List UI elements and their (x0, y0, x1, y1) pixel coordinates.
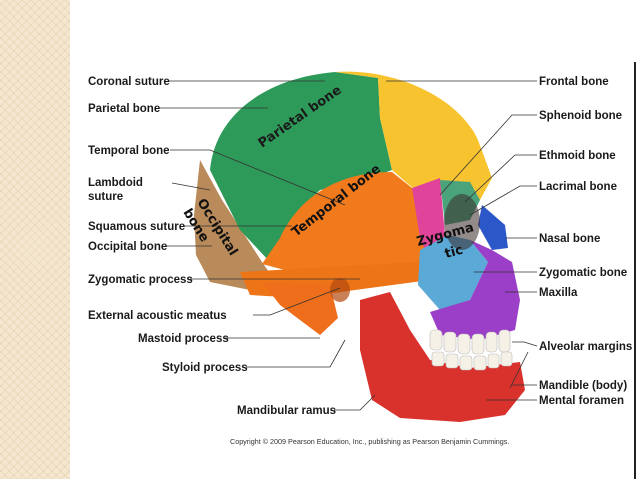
label-styloid-process: Styloid process (162, 362, 248, 374)
sphenoid-bone-region (412, 178, 445, 262)
label-mental-foramen: Mental foramen (539, 395, 624, 407)
label-sphenoid-bone: Sphenoid bone (539, 110, 622, 122)
mastoid-process-region (262, 282, 338, 335)
leader-lines-left (160, 80, 376, 411)
maxilla-region (430, 240, 520, 340)
parietal-bone-region (210, 72, 392, 262)
label-coronal-suture: Coronal suture (88, 76, 170, 88)
zygomatic-bone-region (418, 235, 488, 310)
label-lambdoid: Lambdoid (88, 177, 143, 189)
label-temporal-bone: Temporal bone (88, 145, 170, 157)
label-nasal-bone: Nasal bone (539, 233, 600, 245)
leader-lines-right (386, 80, 538, 401)
frontal-bone-region (335, 71, 492, 200)
copyright-text: Copyright © 2009 Pearson Education, Inc.… (230, 437, 509, 446)
labels-left: Coronal suture Parietal bone Temporal bo… (88, 76, 336, 417)
mandible-region (360, 292, 525, 422)
label-frontal-bone: Frontal bone (539, 76, 609, 88)
label-squamous-suture: Squamous suture (88, 221, 185, 233)
label-external-acoustic-meatus: External acoustic meatus (88, 310, 227, 322)
temporal-bone-region (262, 172, 430, 278)
label-occipital-bone: Occipital bone (88, 241, 167, 253)
external-acoustic-meatus (330, 278, 350, 302)
label-alveolar-margins: Alveolar margins (539, 341, 632, 353)
occipital-bone-region (194, 160, 278, 290)
label-zygomatic-process: Zygomatic process (88, 274, 193, 286)
label-lacrimal-bone: Lacrimal bone (539, 181, 617, 193)
labels-right: Frontal bone Sphenoid bone Ethmoid bone … (539, 76, 632, 407)
orbit (444, 194, 480, 250)
label-ethmoid-bone: Ethmoid bone (539, 150, 616, 162)
label-zygomatic-bone: Zygomatic bone (539, 267, 627, 279)
label-mandible-body: Mandible (body) (539, 380, 627, 392)
label-lambdoid-suture: suture (88, 191, 123, 203)
overlay-zygomatic-tic: tic (443, 243, 465, 262)
label-maxilla: Maxilla (539, 287, 578, 299)
label-mandibular-ramus: Mandibular ramus (237, 405, 336, 417)
label-mastoid-process: Mastoid process (138, 333, 229, 345)
nasal-bone-region (478, 205, 508, 250)
slide-divider-line (634, 62, 636, 479)
label-parietal-bone: Parietal bone (88, 103, 160, 115)
decorative-side-strip (0, 0, 70, 479)
teeth (429, 329, 513, 371)
